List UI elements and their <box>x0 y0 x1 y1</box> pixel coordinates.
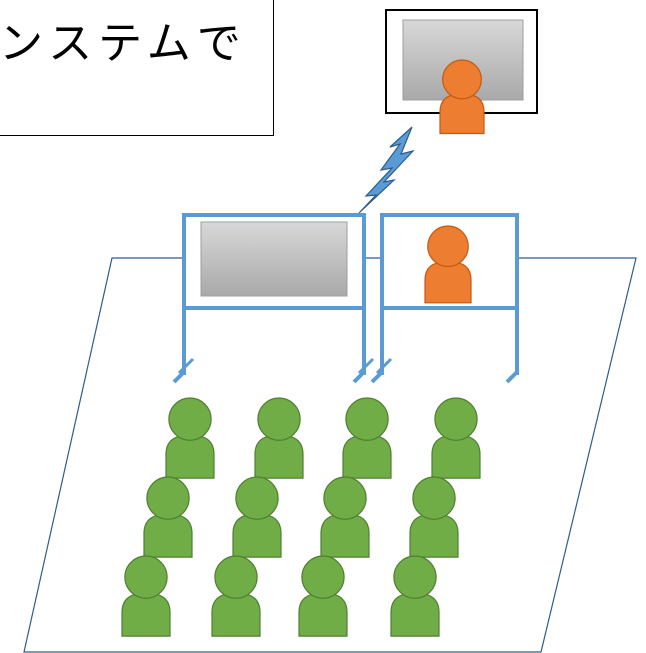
audience-person-icon <box>390 555 440 637</box>
audience-person-icon <box>165 397 215 479</box>
audience-person-icon <box>254 397 304 479</box>
audience-person-icon <box>143 476 193 558</box>
left-board-screen <box>200 221 348 297</box>
audience-person-icon <box>121 555 171 637</box>
audience-person-icon <box>211 555 261 637</box>
audience-person-icon <box>320 476 370 558</box>
left-board <box>172 213 375 384</box>
audience-person-icon <box>232 476 282 558</box>
board-person-icon <box>424 225 472 304</box>
audience <box>121 397 481 637</box>
audience-person-icon <box>431 397 481 479</box>
remote-person-icon <box>439 59 485 135</box>
remote-monitor <box>385 9 538 135</box>
audience-person-icon <box>342 397 392 479</box>
right-board <box>370 213 519 384</box>
remote-person-icon <box>439 59 485 135</box>
lightning-bolt-icon <box>358 126 415 214</box>
board-person-icon <box>424 225 472 304</box>
audience-person-icon <box>409 476 459 558</box>
caption-text: ンステムで <box>0 18 247 69</box>
audience-person-icon <box>298 555 348 637</box>
caption-box: ンステムで <box>0 0 274 136</box>
